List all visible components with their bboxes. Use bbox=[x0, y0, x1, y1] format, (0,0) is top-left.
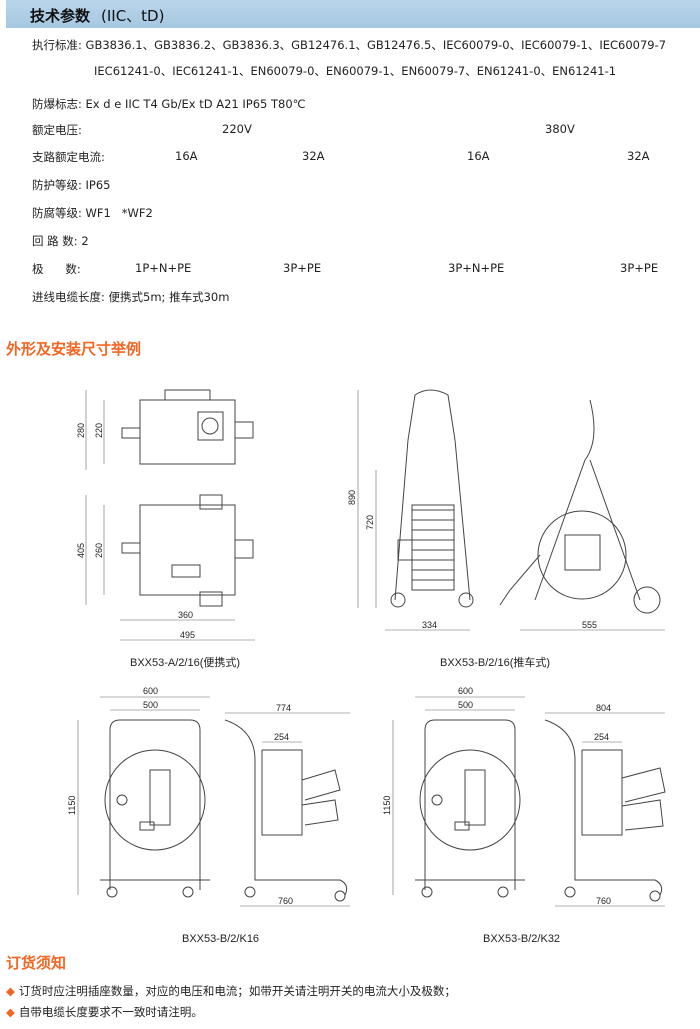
dim-label: 220 bbox=[94, 423, 104, 438]
dim-label: 260 bbox=[94, 543, 104, 558]
value: GB3836.1、GB3836.2、GB3836.3、GB12476.1、GB1… bbox=[85, 38, 667, 52]
dim-label: 555 bbox=[582, 620, 597, 630]
dim-label: 254 bbox=[594, 732, 609, 742]
note-text: 订货时应注明插座数量，对应的电压和电流；如带开关请注明开关的电流大小及极数； bbox=[18, 984, 456, 998]
voltage-value: 220V bbox=[222, 122, 252, 136]
current-value: 16A bbox=[175, 149, 198, 163]
label: 防腐等级: bbox=[32, 206, 82, 220]
dim-label: 280 bbox=[76, 423, 86, 438]
spec-poles-label: 极 数: bbox=[32, 262, 81, 276]
current-value: 32A bbox=[627, 149, 650, 163]
spec-ip: 防护等级: IP65 bbox=[32, 177, 111, 193]
spec-current-label: 支路额定电流: bbox=[32, 150, 105, 164]
dim-label: 360 bbox=[178, 610, 193, 620]
dim-label: 1150 bbox=[67, 796, 77, 815]
current-value: 32A bbox=[302, 149, 325, 163]
dim-label: 720 bbox=[365, 515, 375, 530]
spec-standard-line2: IEC61241-0、IEC61241-1、EN60079-0、EN60079-… bbox=[94, 64, 617, 78]
note-text: 自带电缆长度要求不一致时请注明。 bbox=[18, 1005, 203, 1019]
dim-label: 804 bbox=[596, 703, 611, 713]
dim-label: 254 bbox=[274, 732, 289, 742]
drawing-k32: 600 500 1150 804 254 760 BXX53-B/2/K32 bbox=[382, 686, 666, 945]
label: 防护等级: bbox=[32, 178, 82, 192]
value: 2 bbox=[81, 234, 89, 248]
spec-wf: 防腐等级: WF1 *WF2 bbox=[32, 205, 153, 221]
dim-label: 760 bbox=[596, 896, 611, 906]
spec-voltage-label: 额定电压: bbox=[32, 123, 82, 137]
drawing-k16: 600 500 1150 774 254 760 BXX53-B/2/K16 bbox=[67, 686, 350, 945]
section-header-tech-params: 技术参数 (IIC、tD) bbox=[6, 0, 700, 28]
spec-cable: 进线电缆长度: 便携式5m; 推车式30m bbox=[32, 289, 229, 305]
value: WF1 *WF2 bbox=[85, 206, 153, 220]
value: IP65 bbox=[85, 178, 111, 192]
current-value: 16A bbox=[467, 149, 490, 163]
caption-k32: BXX53-B/2/K32 bbox=[483, 933, 560, 945]
label: 执行标准: bbox=[32, 38, 82, 52]
value: Ex d e IIC T4 Gb/Ex tD A21 IP65 T80℃ bbox=[85, 97, 306, 111]
diamond-bullet-icon: ◆ bbox=[6, 984, 15, 998]
dim-label: 500 bbox=[143, 700, 158, 710]
dim-label: 1150 bbox=[382, 796, 392, 815]
pole-value: 3P+PE bbox=[283, 261, 322, 275]
pole-value: 1P+N+PE bbox=[135, 261, 192, 275]
spec-circuits: 回 路 数: 2 bbox=[32, 233, 89, 249]
drawing-trolley: 890 720 334 555 BXX53-B/2/16(推车式) bbox=[347, 389, 665, 669]
ordering-note: ◆订货时应注明插座数量，对应的电压和电流；如带开关请注明开关的电流大小及极数； bbox=[6, 983, 456, 999]
drawing-portable: 280 220 405 260 360 495 BXX53-A/2/16(便携式… bbox=[76, 389, 255, 669]
dim-label: 405 bbox=[76, 543, 86, 558]
dim-label: 334 bbox=[422, 620, 437, 630]
caption-k16: BXX53-B/2/K16 bbox=[182, 933, 259, 945]
value: 便携式5m; 推车式30m bbox=[108, 290, 230, 304]
ordering-note: ◆自带电缆长度要求不一致时请注明。 bbox=[6, 1004, 203, 1020]
dim-label: 890 bbox=[347, 490, 357, 505]
caption-trolley: BXX53-B/2/16(推车式) bbox=[440, 655, 550, 669]
dimensions-title: 外形及安装尺寸举例 bbox=[6, 340, 142, 358]
caption-portable: BXX53-A/2/16(便携式) bbox=[130, 655, 240, 669]
spec-ex: 防爆标志: Ex d e IIC T4 Gb/Ex tD A21 IP65 T8… bbox=[32, 96, 306, 112]
dim-label: 760 bbox=[278, 896, 293, 906]
dim-label: 774 bbox=[276, 703, 291, 713]
diamond-bullet-icon: ◆ bbox=[6, 1005, 15, 1019]
label: 防爆标志: bbox=[32, 97, 82, 111]
dim-label: 495 bbox=[180, 630, 195, 640]
dim-label: 600 bbox=[143, 686, 158, 696]
voltage-value: 380V bbox=[545, 122, 575, 136]
section-subtitle: (IIC、tD) bbox=[101, 7, 165, 25]
spec-standard: 执行标准: GB3836.1、GB3836.2、GB3836.3、GB12476… bbox=[32, 37, 666, 53]
label: 进线电缆长度: bbox=[32, 290, 105, 304]
pole-value: 3P+PE bbox=[620, 261, 659, 275]
label: 回 路 数: bbox=[32, 234, 78, 248]
section-title: 技术参数 bbox=[30, 7, 91, 25]
dim-label: 500 bbox=[458, 700, 473, 710]
ordering-title: 订货须知 bbox=[6, 954, 67, 972]
dim-label: 600 bbox=[458, 686, 473, 696]
pole-value: 3P+N+PE bbox=[448, 261, 505, 275]
